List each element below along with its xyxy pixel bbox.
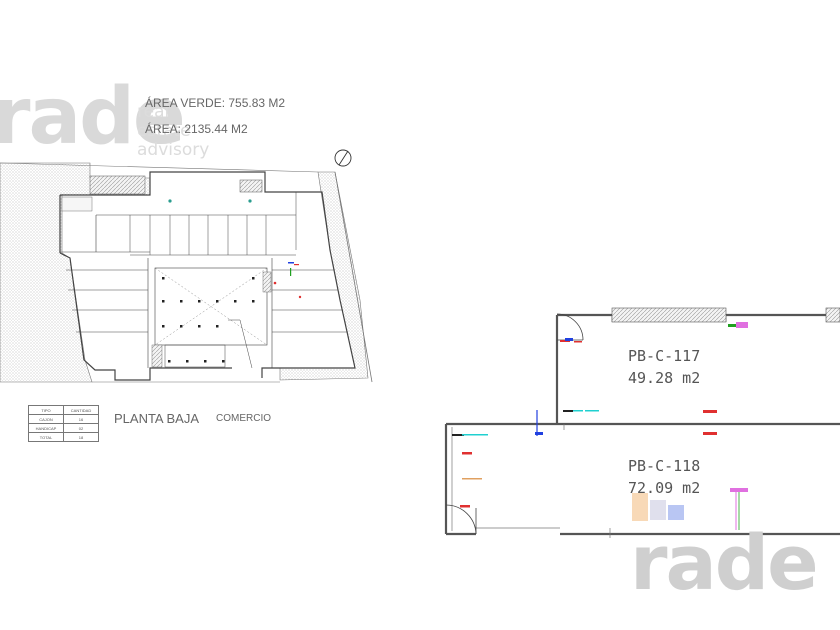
watermark-logo-bottom: rade — [630, 518, 819, 607]
column-markers — [162, 277, 255, 363]
plan-subtitle: COMERCIO — [216, 413, 271, 424]
total-area-label: ÁREA: 2135.44 M2 — [145, 122, 248, 136]
unit-118-code: PB-C-118 — [628, 457, 701, 475]
watermark-line-3: advisory — [137, 140, 210, 160]
watermark-logo-top: rade — [0, 72, 186, 162]
parking-legend-table: TIPO CANTIDAD CAJON 16 HANDICAP 02 TOTAL… — [28, 405, 99, 442]
service-core — [61, 175, 272, 368]
legend-row: TOTAL 18 — [28, 432, 99, 442]
watermark-squares — [632, 493, 684, 521]
building-outline — [59, 171, 356, 381]
storefront-glazing-edge — [825, 307, 840, 323]
unit-walls — [444, 313, 840, 536]
site-landscape — [0, 162, 373, 383]
watermark-tagline: real estate advisory — [137, 103, 209, 160]
unit-117-code: PB-C-117 — [628, 347, 701, 365]
north-arrow-icon — [334, 149, 352, 167]
plan-title: PLANTA BAJA — [114, 411, 200, 426]
watermark-line-2: estate — [137, 121, 191, 141]
green-area-label: ÁREA VERDE: 755.83 M2 — [145, 96, 286, 110]
unit-markers — [452, 322, 748, 530]
watermark-line-1: real — [137, 102, 170, 122]
legend-cell: 18 — [63, 432, 99, 442]
unit-117-area: 49.28 m2 — [628, 369, 701, 387]
storefront-glazing-117 — [611, 307, 727, 323]
unit-118-area: 72.09 m2 — [628, 479, 701, 497]
mep-markers — [168, 199, 302, 299]
